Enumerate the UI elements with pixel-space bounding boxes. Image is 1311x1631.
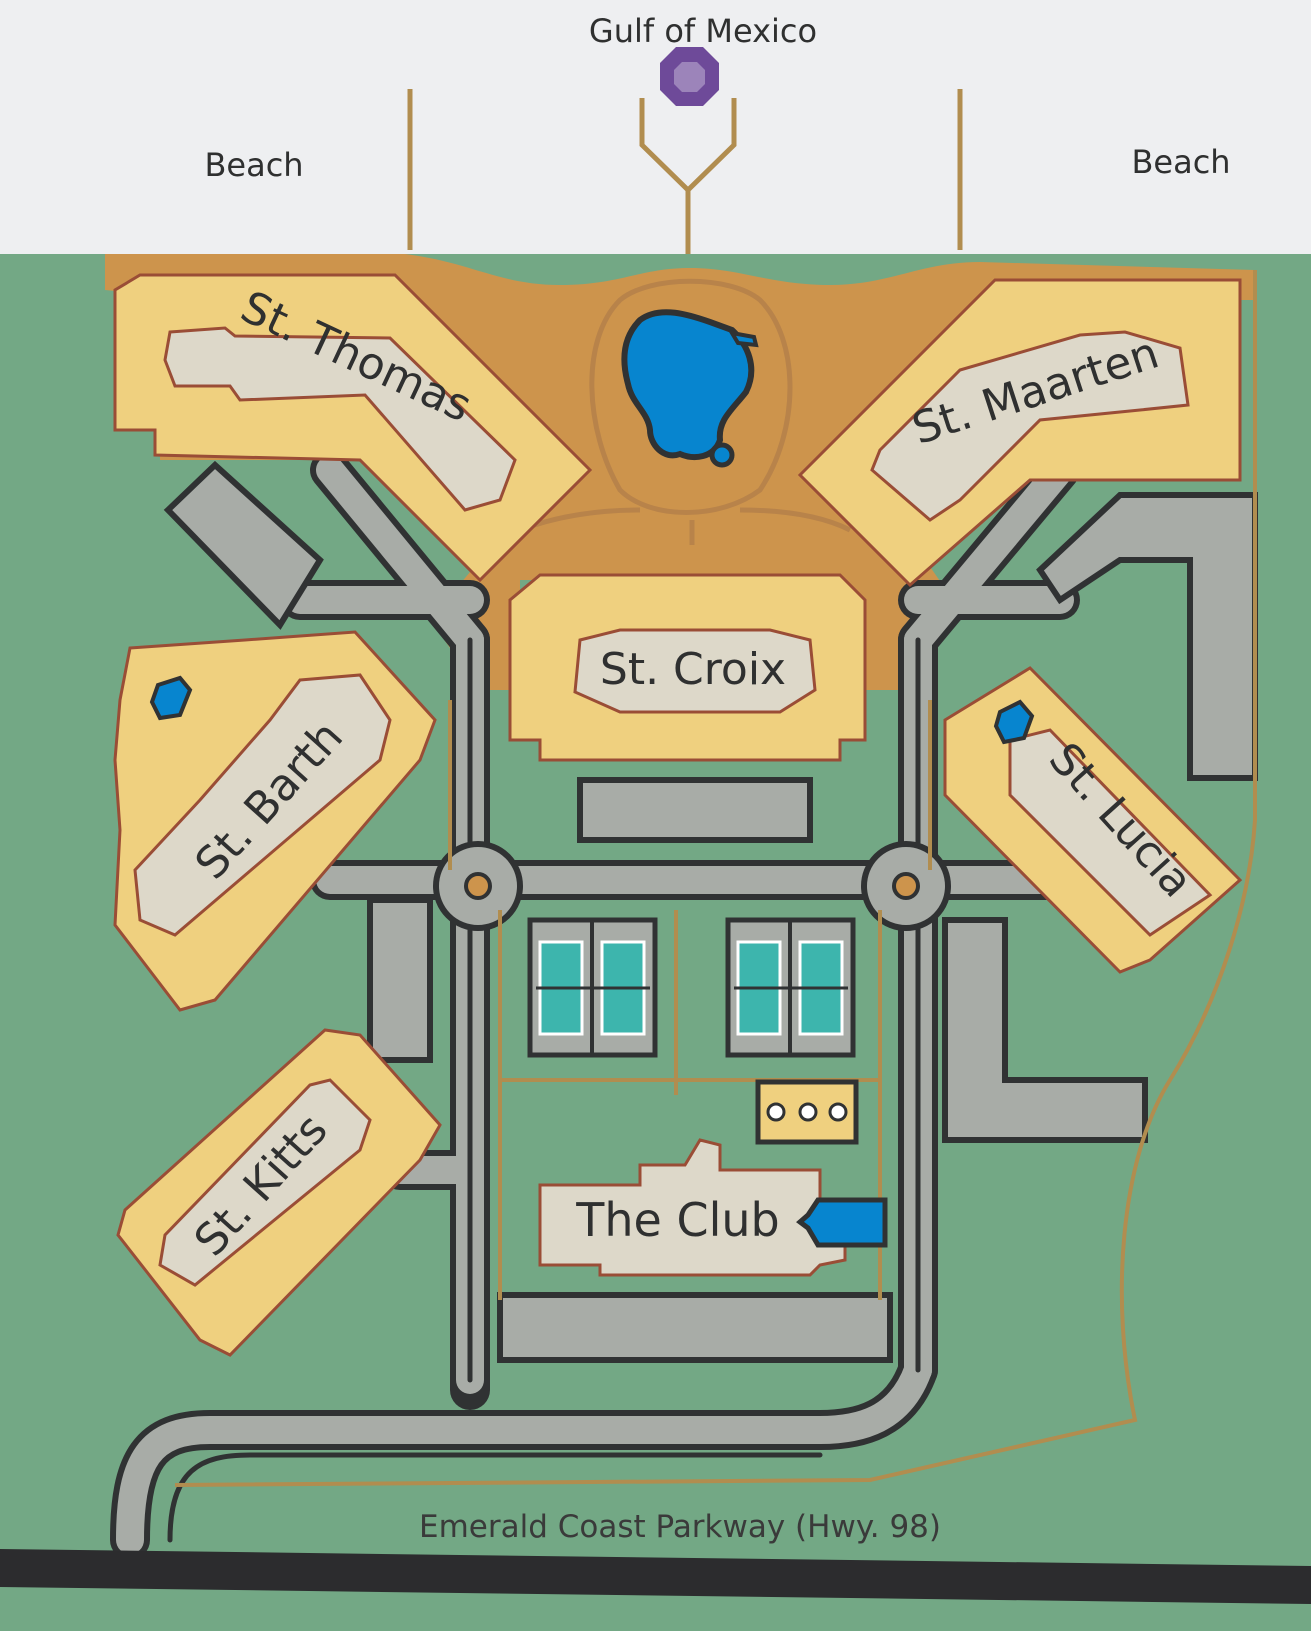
beach-right-label: Beach	[1131, 143, 1230, 181]
building-st-thomas[interactable]: St. Thomas	[113, 273, 593, 583]
building-st-maarten[interactable]: St. Maarten	[797, 278, 1242, 588]
st-barth-pool-icon	[149, 675, 193, 721]
building-st-croix[interactable]: St. Croix	[508, 573, 867, 762]
st-croix-core	[573, 628, 817, 714]
highway-label: Emerald Coast Parkway (Hwy. 98)	[419, 1509, 941, 1545]
building-st-kitts[interactable]: St. Kitts	[116, 1028, 442, 1357]
st-barth-core	[133, 673, 392, 937]
gulf-of-mexico-label: Gulf of Mexico	[589, 12, 817, 50]
st-kitts-core	[158, 1078, 372, 1287]
roundabout-east-icon	[861, 841, 951, 931]
parking-lots	[163, 460, 1258, 1363]
beach-access-octagon-icon	[660, 47, 719, 106]
the-club-pool-icon	[796, 1197, 888, 1248]
roundabout-west-icon	[433, 841, 523, 931]
beach-strip	[0, 0, 1311, 254]
tennis-courts-east[interactable]	[725, 917, 856, 1058]
st-lucia-pool-icon	[993, 699, 1035, 745]
tennis-courts-west[interactable]	[527, 917, 658, 1058]
building-the-club[interactable]: The Club	[538, 1138, 888, 1277]
st-croix-label: St. Croix	[600, 644, 786, 695]
road-network	[110, 450, 1080, 1560]
building-st-lucia[interactable]: St. Lucia	[943, 666, 1243, 974]
st-thomas-core	[163, 326, 517, 512]
main-pool-icon	[621, 309, 759, 468]
st-maarten-core	[870, 330, 1190, 522]
the-club-label: The Club	[575, 1193, 779, 1247]
beach-left-label: Beach	[204, 146, 303, 184]
basketball-court-icon[interactable]	[755, 1079, 859, 1145]
walking-paths	[174, 270, 1257, 1487]
building-st-barth[interactable]: St. Barth	[113, 630, 437, 1012]
st-lucia-core	[1008, 728, 1213, 937]
highway-98	[0, 1549, 1311, 1604]
